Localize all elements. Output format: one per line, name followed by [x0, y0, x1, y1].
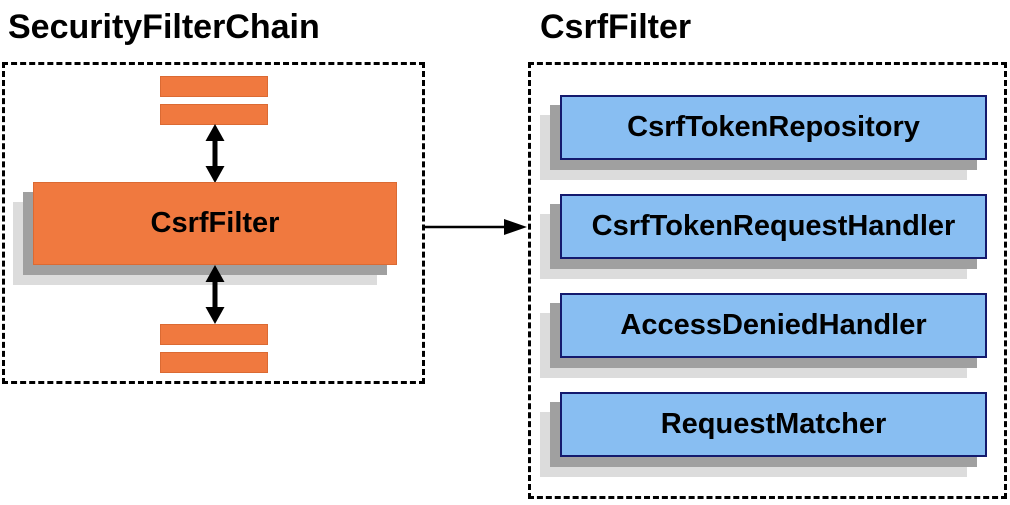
filter-placeholder-bar — [160, 352, 268, 373]
filter-placeholder-bar — [160, 104, 268, 125]
filter-placeholder-bar — [160, 324, 268, 345]
csrf-filter-container — [528, 62, 1007, 499]
bidirectional-arrow-icon — [205, 124, 225, 183]
component-box-csrf-token-repository: CsrfTokenRepository — [560, 95, 987, 160]
component-box-csrf-token-request-handler: CsrfTokenRequestHandler — [560, 194, 987, 259]
filter-placeholder-bar — [160, 76, 268, 97]
component-box-access-denied-handler: AccessDeniedHandler — [560, 293, 987, 358]
flow-arrow-icon — [424, 219, 527, 235]
component-label: RequestMatcher — [660, 408, 887, 440]
component-label: CsrfTokenRequestHandler — [591, 210, 956, 242]
component-box-request-matcher: RequestMatcher — [560, 392, 987, 457]
security-filter-chain-title: SecurityFilterChain — [8, 8, 320, 46]
component-label: AccessDeniedHandler — [620, 309, 927, 341]
bidirectional-arrow-icon — [205, 265, 225, 324]
security-filter-chain-container — [2, 62, 425, 384]
component-label: CsrfTokenRepository — [627, 111, 920, 143]
csrf-filter-node-label: CsrfFilter — [150, 207, 280, 239]
csrf-filter-title: CsrfFilter — [540, 8, 692, 46]
csrf-filter-node: CsrfFilter — [33, 182, 397, 265]
